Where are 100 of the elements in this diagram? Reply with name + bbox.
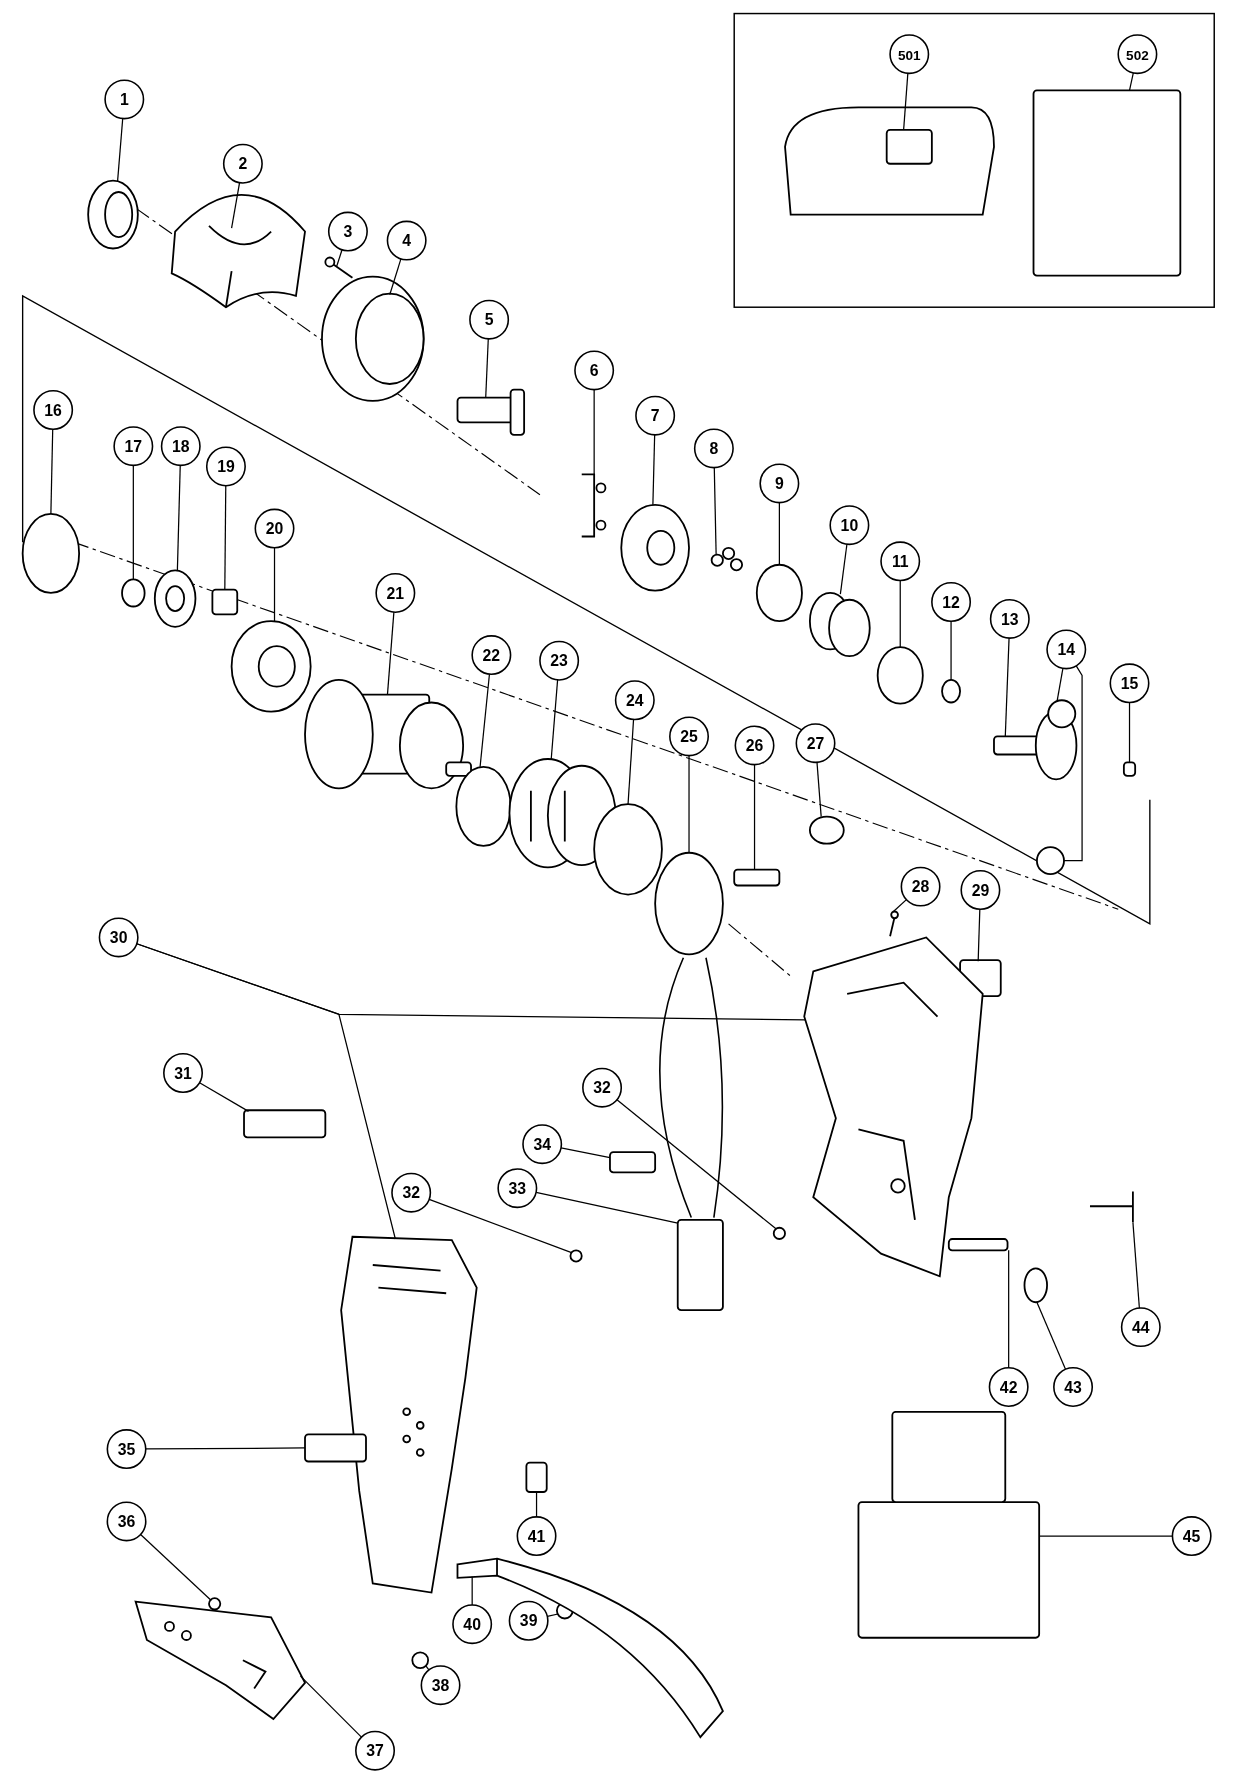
callout-number: 15 <box>1109 663 1150 704</box>
callout-number: 22 <box>471 635 512 676</box>
callout-number: 12 <box>931 582 972 622</box>
callout-number: 14 <box>1046 629 1087 670</box>
callout-number: 10 <box>829 505 870 546</box>
hammer-drawing <box>620 503 690 592</box>
callout-number: 17 <box>113 426 154 467</box>
leader-line <box>1132 1221 1140 1309</box>
callout-number: 33 <box>497 1168 538 1209</box>
spring-drawing <box>1023 1267 1048 1304</box>
leader-line <box>903 72 909 131</box>
callout-number: 11 <box>880 541 921 582</box>
screw-drawing <box>772 1226 786 1240</box>
callout-number: 42 <box>988 1367 1029 1407</box>
case-drawing <box>230 620 312 713</box>
leader-line <box>546 1613 559 1618</box>
leader-line <box>1063 665 1083 862</box>
leader-line <box>145 1447 306 1450</box>
callout-number: 44 <box>1120 1307 1161 1348</box>
callout-number: 20 <box>254 508 295 549</box>
leader-line <box>176 464 181 571</box>
leader-line <box>713 466 717 556</box>
sleeve-drawing <box>525 1461 548 1493</box>
leader-line <box>386 611 395 696</box>
screw-drawing <box>324 256 354 279</box>
bearing-holder-drawing <box>21 513 81 594</box>
screw-drawing <box>947 1238 1009 1252</box>
callout-number: 13 <box>989 598 1030 639</box>
balls-drawing <box>710 546 743 572</box>
gear-case-drawing <box>321 275 425 402</box>
label-drawing <box>243 1109 327 1139</box>
callout-number: 501 <box>889 34 930 75</box>
callout-number: 6 <box>574 350 615 391</box>
brush-holder-drawing <box>654 851 724 956</box>
clip-drawing <box>580 473 607 538</box>
screw-drawing <box>1089 1190 1134 1223</box>
screw-drawing <box>208 1597 222 1611</box>
leader-line <box>1004 637 1010 738</box>
callout-number: 30 <box>98 917 139 958</box>
leader-line <box>1008 1249 1010 1369</box>
callout-number: 37 <box>355 1730 396 1771</box>
callout-number: 35 <box>106 1429 147 1470</box>
leader-line <box>336 249 343 268</box>
leader-line <box>627 718 635 805</box>
carrying-case-drawing <box>1032 89 1182 277</box>
leader-line <box>816 761 822 818</box>
leader-line <box>593 389 595 475</box>
callout-number: 5 <box>469 299 510 340</box>
cover-drawing <box>170 193 306 309</box>
brush-drawing <box>733 868 781 887</box>
pin-drawing <box>1122 761 1137 777</box>
leader-line <box>273 547 276 622</box>
leader-line <box>116 117 124 183</box>
leader-line <box>1128 701 1131 763</box>
slider-drawing <box>609 1151 657 1174</box>
leader-line <box>471 1576 473 1606</box>
leader-line <box>485 338 489 399</box>
washer-drawing <box>755 563 803 623</box>
screw-drawing <box>569 1249 583 1263</box>
spring-drawing <box>808 592 871 658</box>
callout-number: 27 <box>795 723 836 764</box>
strap-drawing <box>456 1557 724 1739</box>
leader-line <box>389 258 402 296</box>
battery-drawing <box>857 1410 1041 1639</box>
callout-number: 32 <box>391 1172 432 1213</box>
callout-number: 36 <box>106 1501 147 1542</box>
leader-line <box>535 1191 679 1224</box>
leader-line <box>550 679 559 760</box>
shaft-drawing <box>456 388 526 436</box>
callout-number: 43 <box>1053 1367 1094 1407</box>
callout-number: 9 <box>759 463 800 504</box>
callout-number: 38 <box>420 1665 461 1706</box>
leader-line <box>616 1099 777 1230</box>
callout-number: 28 <box>900 866 941 907</box>
leader-line <box>1036 1301 1067 1370</box>
callout-number: 41 <box>516 1516 557 1557</box>
leader-line <box>299 1675 363 1738</box>
callout-number: 4 <box>386 220 427 261</box>
callout-number: 23 <box>539 640 580 681</box>
cap-drawing <box>808 815 845 845</box>
leader-line <box>652 434 656 506</box>
callout-number: 502 <box>1117 34 1158 75</box>
leader-line <box>753 764 756 871</box>
ring-drawing <box>121 578 146 608</box>
housing-half-drawing <box>340 1235 478 1594</box>
gear-drawing <box>1036 846 1065 876</box>
leader-line <box>224 485 227 591</box>
leader-line <box>1128 72 1134 91</box>
leader-line <box>977 908 981 962</box>
callout-number: 40 <box>452 1604 493 1645</box>
leader-line <box>560 1147 611 1159</box>
ring-drawing <box>87 179 139 250</box>
leader-line <box>425 1665 430 1671</box>
callout-number: 16 <box>33 390 74 430</box>
switch-drawing <box>676 1218 724 1312</box>
leader-line <box>892 899 908 913</box>
gear-drawing <box>1047 699 1077 729</box>
nut-drawing <box>411 1651 430 1670</box>
callout-number: 31 <box>163 1053 203 1093</box>
leader-line <box>136 943 396 1240</box>
